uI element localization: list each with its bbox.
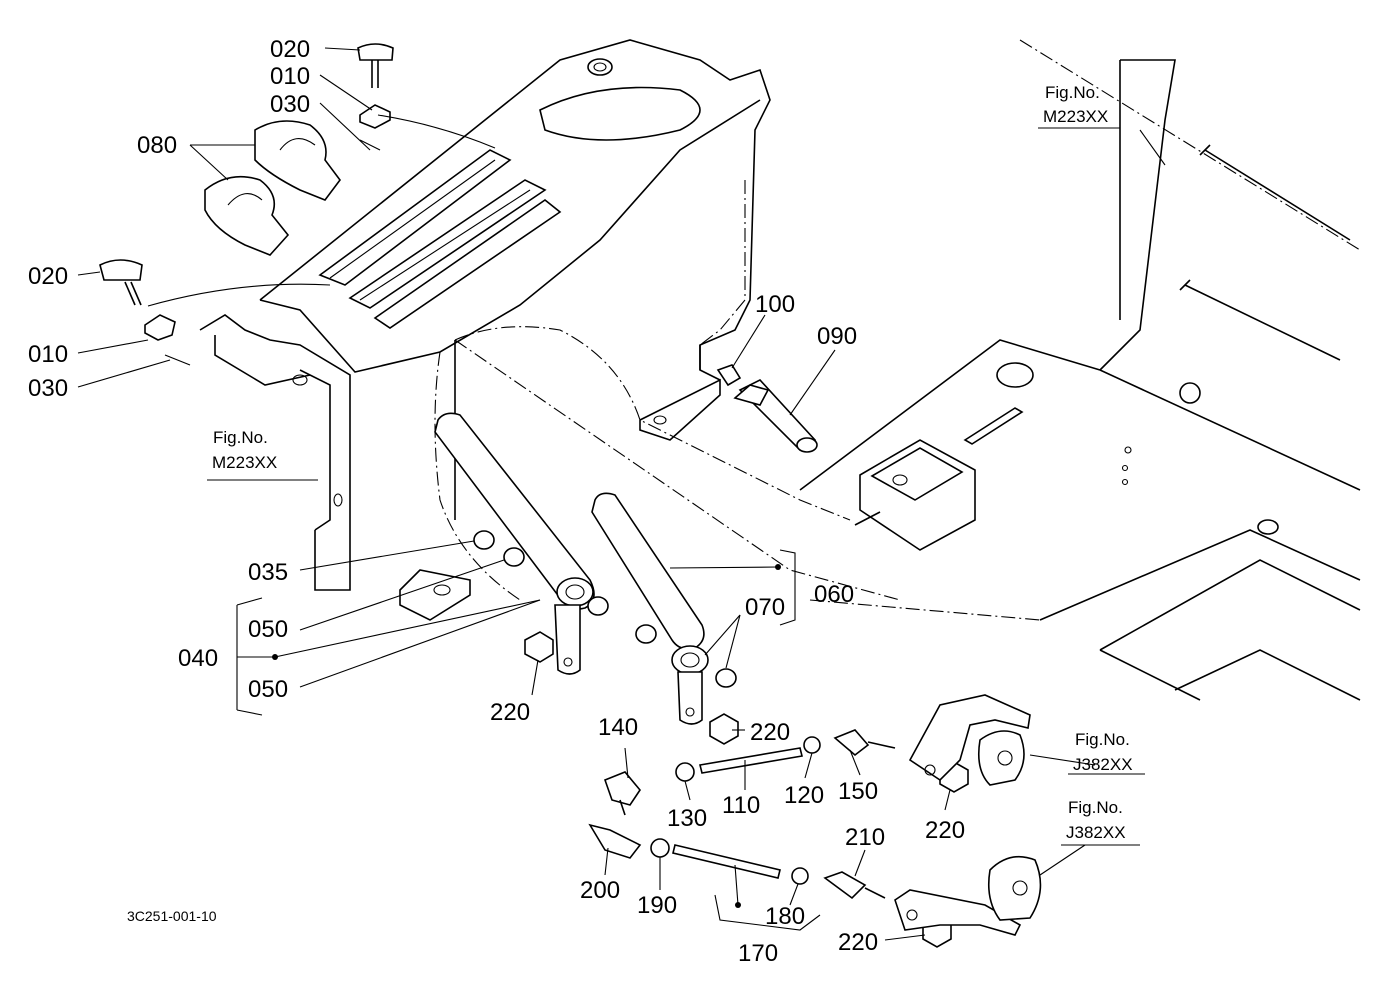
label-130: 130 [667, 805, 707, 832]
left-knob-assembly [99, 259, 331, 366]
leader-lines [77, 47, 1166, 941]
label-020-top: 020 [270, 36, 310, 63]
floor-panel [799, 39, 1361, 701]
fig-ref-lower-right-number: J382XX [1066, 823, 1126, 842]
fig-ref-left-heading: Fig.No. [213, 428, 268, 447]
label-010-top: 010 [270, 63, 310, 90]
label-150: 150 [838, 778, 878, 805]
fig-ref-upper-right-number: J382XX [1073, 755, 1133, 774]
label-140: 140 [598, 714, 638, 741]
center-body [399, 326, 901, 621]
lever-grips [204, 120, 341, 256]
lever-040 [434, 412, 657, 675]
label-200: 200 [580, 877, 620, 904]
label-030-top: 030 [270, 91, 310, 118]
fig-ref-top-number: M223XX [1043, 107, 1108, 126]
nuts-220 [524, 631, 969, 948]
label-220-a: 220 [490, 699, 530, 726]
label-180: 180 [765, 903, 805, 930]
label-010-left: 010 [28, 341, 68, 368]
label-120: 120 [784, 782, 824, 809]
dash-panel-housing [199, 39, 771, 601]
figure-references: Fig.No. M223XX Fig.No. M223XX Fig.No. J3… [207, 83, 1145, 846]
part-number-labels: 020 010 030 080 020 010 030 035 050 040 … [28, 36, 965, 967]
label-210: 210 [845, 824, 885, 851]
label-060: 060 [814, 581, 854, 608]
label-100: 100 [755, 291, 795, 318]
fig-ref-left-number: M223XX [212, 453, 277, 472]
label-190: 190 [637, 892, 677, 919]
cam-bracket-upper [908, 694, 1031, 786]
top-knob-assembly [357, 43, 496, 151]
label-070: 070 [745, 594, 785, 621]
lever-060 [591, 492, 737, 725]
pin-090 [716, 364, 818, 453]
label-170: 170 [738, 940, 778, 967]
label-220-d: 220 [838, 929, 878, 956]
label-220-c: 220 [925, 817, 965, 844]
rod-110 [603, 729, 896, 816]
label-220-b: 220 [750, 719, 790, 746]
label-040: 040 [178, 645, 218, 672]
label-050-a: 050 [248, 616, 288, 643]
label-050-b: 050 [248, 676, 288, 703]
label-035: 035 [248, 559, 288, 586]
drawing-code: 3C251-001-10 [127, 908, 217, 924]
label-020-left: 020 [28, 263, 68, 290]
fig-ref-upper-right-heading: Fig.No. [1075, 730, 1130, 749]
label-030-left: 030 [28, 375, 68, 402]
fig-ref-top-heading: Fig.No. [1045, 83, 1100, 102]
label-090: 090 [817, 323, 857, 350]
label-110: 110 [722, 792, 760, 819]
fig-ref-lower-right-heading: Fig.No. [1068, 798, 1123, 817]
cam-bracket-lower [894, 855, 1042, 936]
label-080: 080 [137, 132, 177, 159]
rod-170 [588, 823, 886, 900]
